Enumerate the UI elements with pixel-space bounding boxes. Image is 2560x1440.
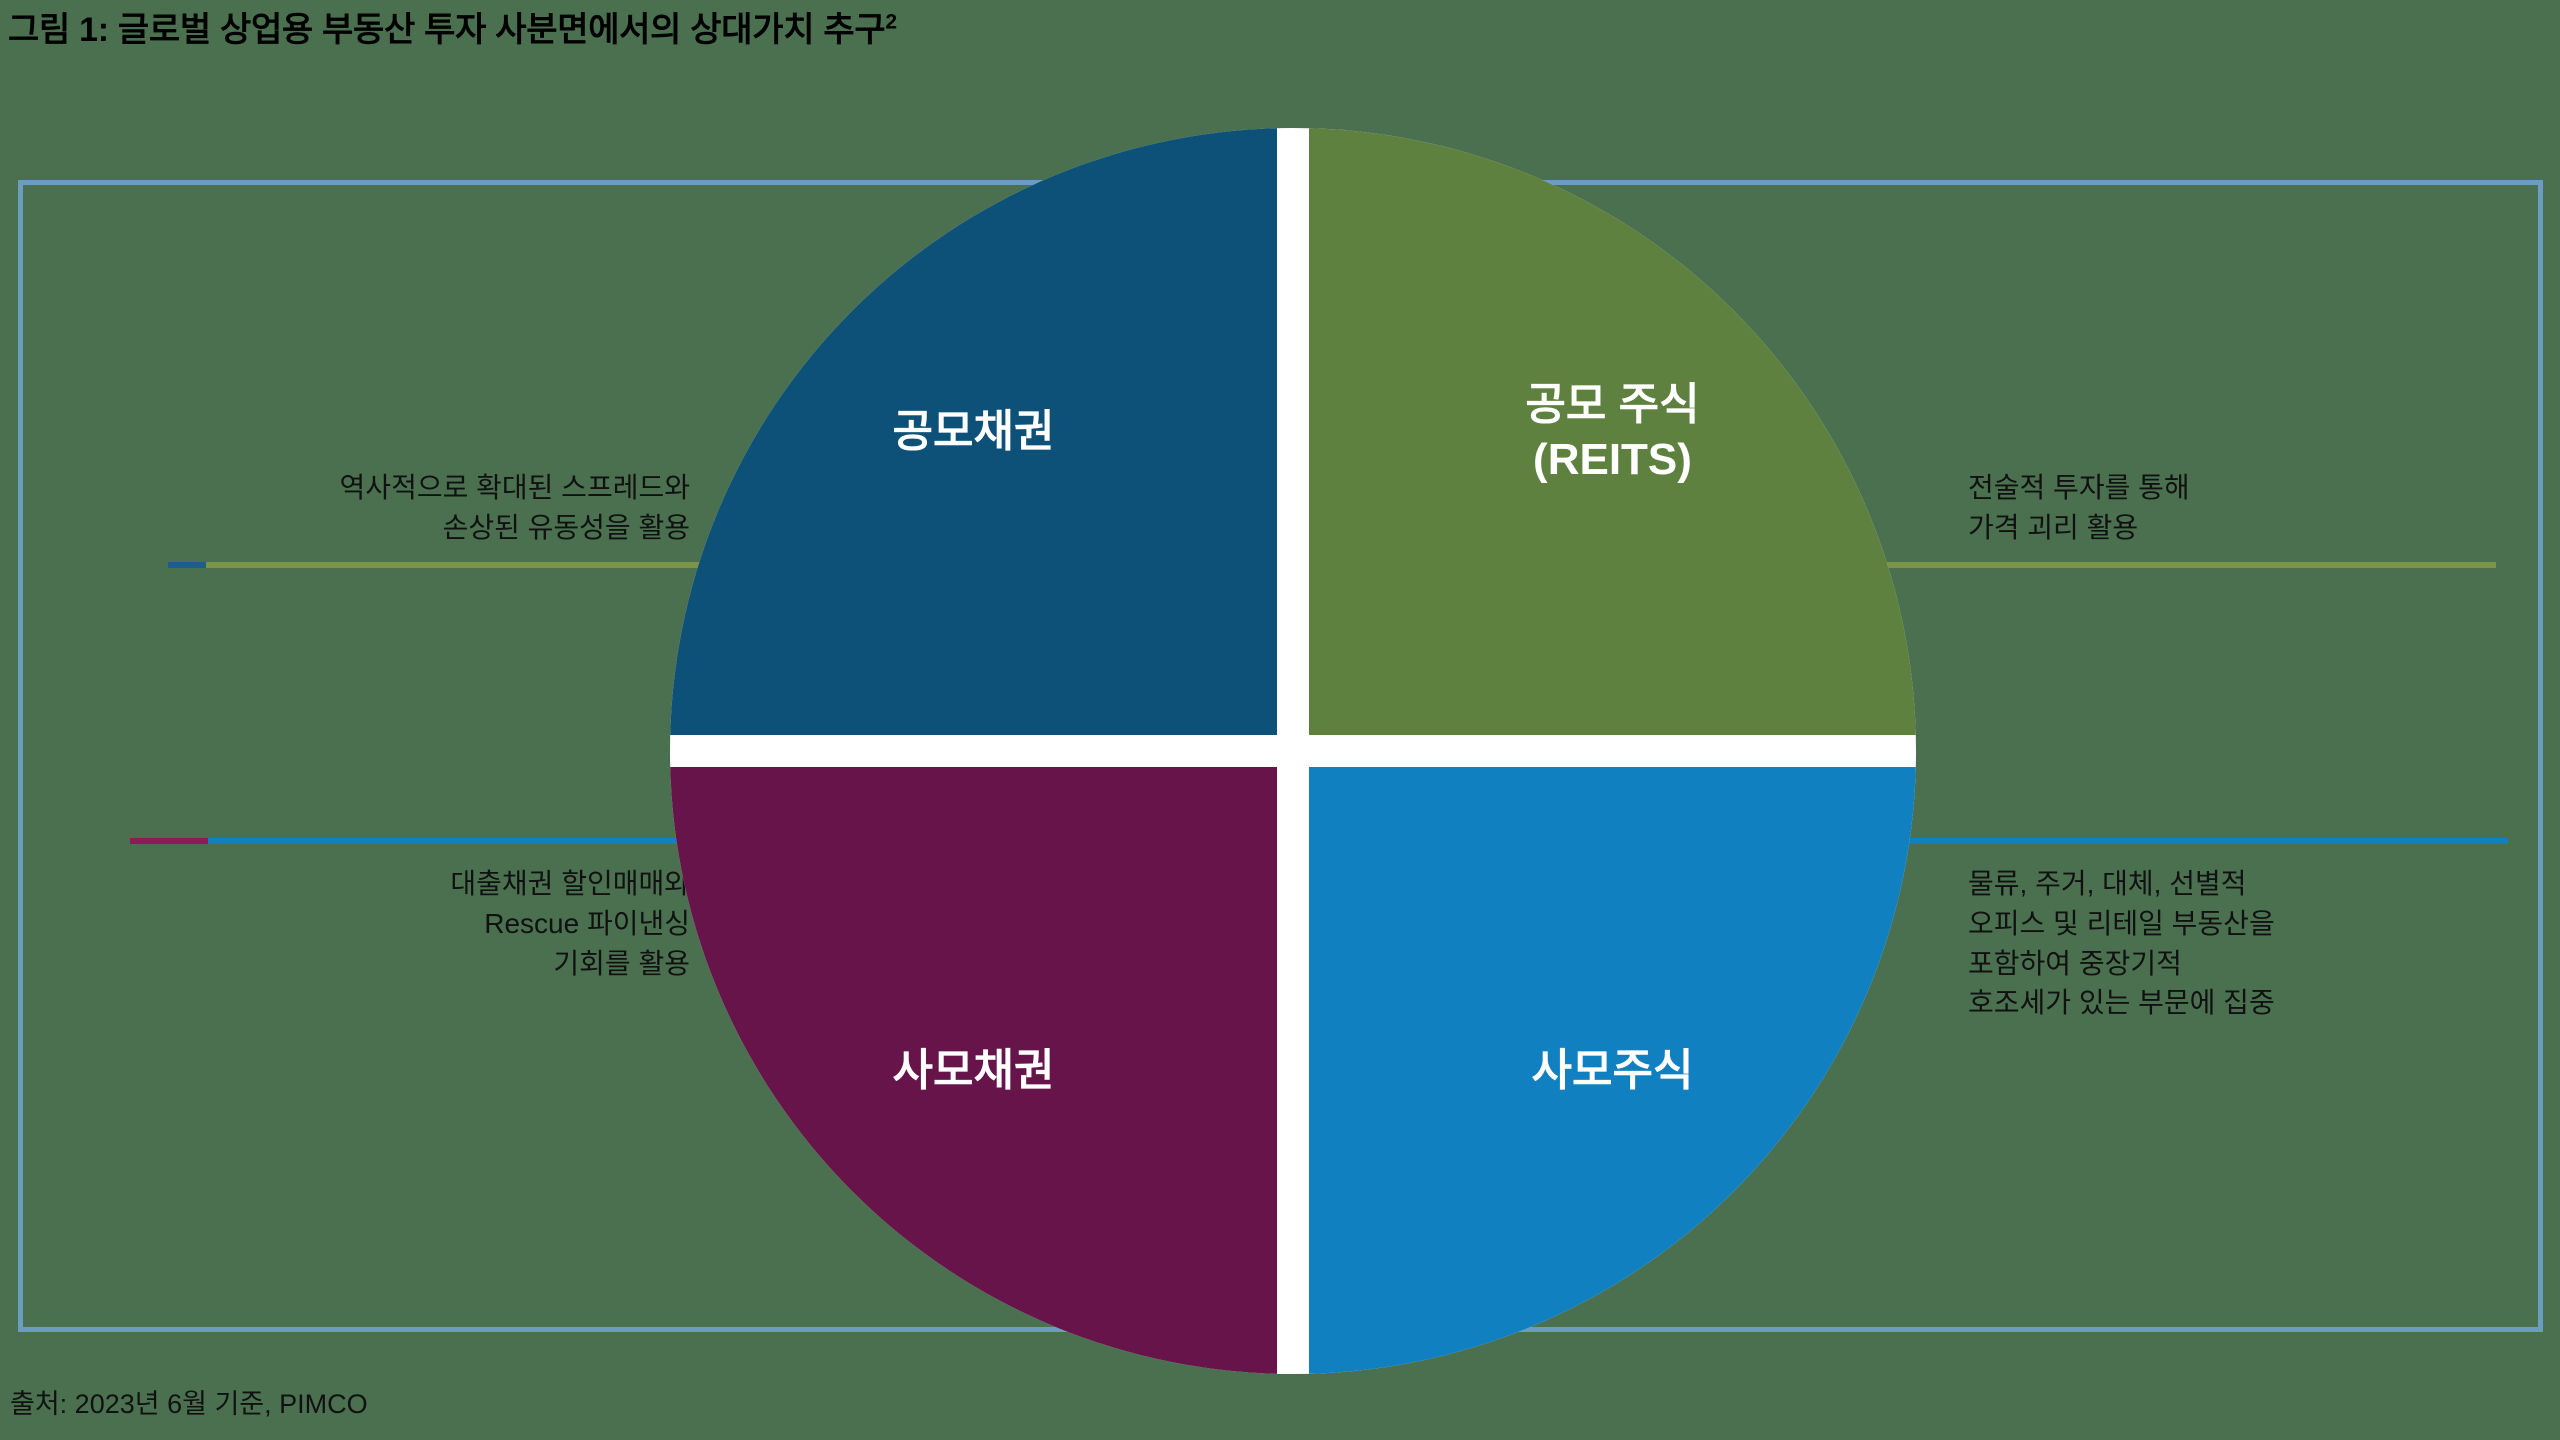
callout-public-debt-text: 역사적으로 확대된 스프레드와 손상된 유동성을 활용 bbox=[339, 472, 690, 543]
callout-private-debt: 대출채권 할인매매와 Rescue 파이낸싱 기회를 활용 bbox=[110, 838, 2420, 983]
quadrant-public-equity[interactable]: 공모 주식 (REITS) bbox=[1309, 128, 1916, 735]
source-note: 출처: 2023년 6월 기준, PIMCO bbox=[10, 1389, 368, 1419]
callout-public-equity: 전술적 투자를 통해 가격 괴리 활용 bbox=[206, 468, 2528, 568]
quadrant-private-equity[interactable]: 사모주식 bbox=[1309, 767, 1916, 1374]
quadrant-private-debt[interactable]: 사모채권 bbox=[670, 767, 1277, 1374]
page-title-text: 그림 1: 글로벌 상업용 부동산 투자 사분면에서의 상대가치 추구 bbox=[8, 11, 886, 49]
callout-private-debt-text: 대출채권 할인매매와 Rescue 파이낸싱 기회를 활용 bbox=[450, 868, 690, 979]
callout-public-equity-text: 전술적 투자를 통해 가격 괴리 활용 bbox=[1968, 472, 2190, 543]
quadrant-diagram: 공모채권 공모 주식 (REITS) 사모채권 사모주식 bbox=[670, 128, 1916, 1374]
quadrant-public-debt[interactable]: 공모채권 bbox=[670, 128, 1277, 735]
callout-private-equity: 물류, 주거, 대체, 선별적 오피스 및 리테일 부동산을 포함하여 중장기적… bbox=[208, 838, 2538, 1023]
quadrant-public-equity-label: 공모 주식 (REITS) bbox=[1525, 379, 1700, 484]
callout-private-equity-text: 물류, 주거, 대체, 선별적 오피스 및 리테일 부동산을 포함하여 중장기적… bbox=[1968, 868, 2275, 1019]
quadrant-private-debt-label: 사모채권 bbox=[892, 1046, 1055, 1095]
quadrant-private-equity-label: 사모주식 bbox=[1531, 1046, 1694, 1095]
page-title: 그림 1: 글로벌 상업용 부동산 투자 사분면에서의 상대가치 추구2 bbox=[8, 2, 897, 51]
footnote-marker: 2 bbox=[885, 10, 897, 34]
quadrant-public-debt-label: 공모채권 bbox=[892, 407, 1055, 456]
callout-public-debt: 역사적으로 확대된 스프레드와 손상된 유동성을 활용 bbox=[110, 468, 2458, 568]
